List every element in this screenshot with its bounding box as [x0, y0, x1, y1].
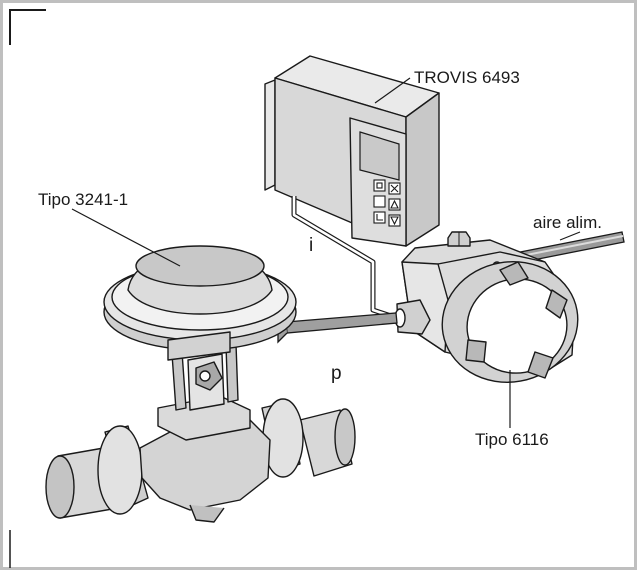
controller-keypad [373, 179, 401, 227]
controller-display [359, 131, 400, 181]
label-trovis-6493: TROVIS 6493 [414, 68, 520, 87]
leader-trovis [374, 77, 411, 104]
label-tipo-6116: Tipo 6116 [475, 430, 549, 449]
leader-supply [559, 231, 581, 241]
label-tipo-3241-1: Tipo 3241-1 [38, 190, 128, 209]
transducer-6116 [394, 231, 579, 383]
up-triangle-key-icon [388, 198, 401, 211]
leader-valve [71, 208, 181, 267]
label-signal-i: i [309, 235, 313, 256]
enter-key-icon [373, 211, 386, 224]
square-key-icon [373, 179, 386, 192]
label-signal-p: p [331, 363, 342, 384]
corner-mark-top-left [9, 9, 46, 45]
blank-key-icon [373, 195, 386, 208]
control-valve-3241-1 [45, 245, 356, 523]
label-aire-alim: aire alim. [533, 213, 602, 232]
down-triangle-key-icon [388, 214, 401, 227]
